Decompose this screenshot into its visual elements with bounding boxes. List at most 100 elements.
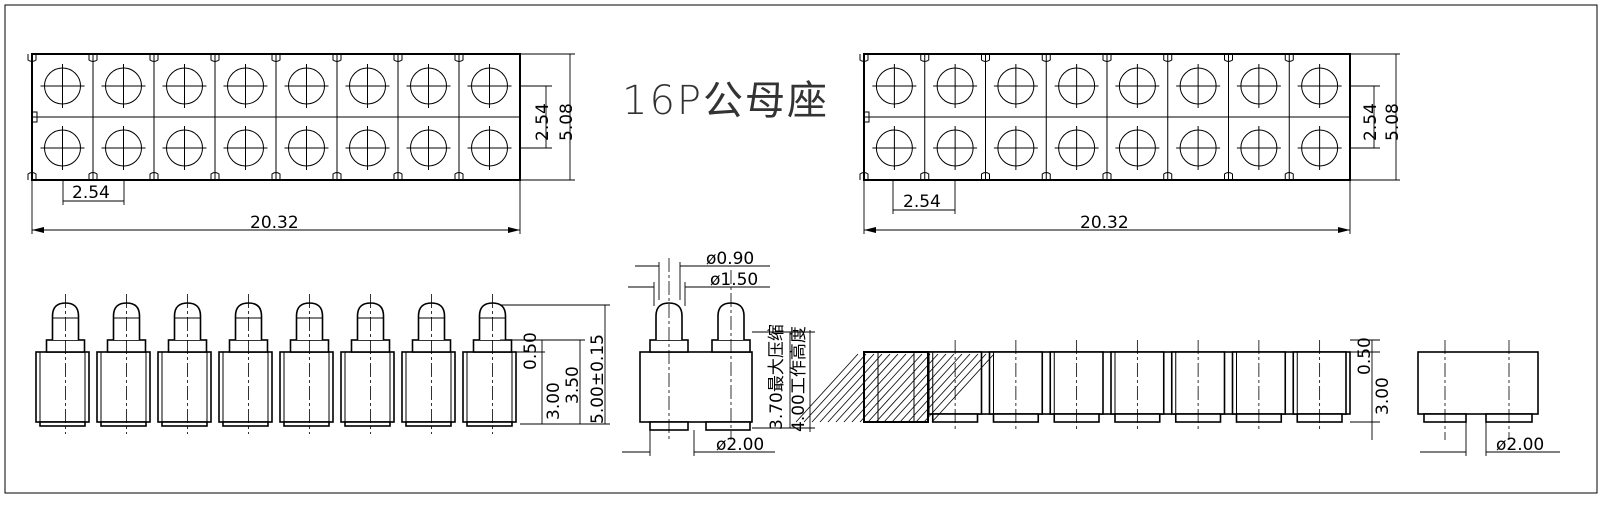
pin-foot	[283, 421, 330, 427]
edge-notch	[210, 54, 220, 62]
male-total-width-label: 5.08	[557, 103, 577, 141]
male-body-height-label: 3.00	[544, 382, 564, 420]
edge-notch	[920, 172, 930, 180]
edge-notch	[393, 172, 403, 180]
side-max-compression-label: 3.70最大压缩	[767, 324, 787, 430]
pin-body	[340, 351, 395, 423]
male-total-height-label: 5.00±0.15	[588, 334, 608, 424]
hatch-line	[835, 353, 899, 423]
male-pitch-label: 2.54	[72, 183, 110, 203]
hatch-line	[795, 353, 859, 423]
pin-foot	[344, 421, 391, 427]
female-head-height-label: 0.50	[1355, 337, 1375, 375]
hatch-line	[907, 353, 971, 423]
edge-notch	[149, 54, 159, 62]
edge-notch	[1041, 172, 1051, 180]
pin-foot	[466, 421, 513, 427]
female-front-dims: 0.50 3.00	[1350, 337, 1393, 440]
female-side-base-diameter-label: ø2.00	[1496, 435, 1544, 455]
edge-notch	[1284, 172, 1294, 180]
side-barrel-diameter-label: ø1.50	[710, 270, 758, 290]
hatch-line	[883, 353, 947, 423]
hatch-line	[851, 353, 915, 423]
edge-notch	[1041, 54, 1051, 62]
edge-notch	[27, 54, 37, 62]
female-length-label: 20.32	[1080, 213, 1129, 233]
side-right-foot	[705, 421, 751, 431]
side-view: ø0.90 ø1.50 ø2.00 3.70最大压缩 4.00工作高度	[622, 249, 815, 456]
female-front-cells	[927, 340, 1347, 432]
male-front-view: 0.50 3.00 3.50 5.00±0.15	[35, 294, 610, 434]
male-head-height-label: 0.50	[521, 332, 541, 370]
pin-body	[35, 351, 90, 423]
edge-notch	[1102, 54, 1112, 62]
side-base-diameter-label: ø2.00	[716, 435, 764, 455]
edge-notch	[981, 172, 990, 180]
edge-notch	[88, 54, 98, 62]
hatch-line	[803, 353, 867, 423]
hatch-line	[819, 353, 883, 423]
pin-body	[96, 351, 151, 423]
drawing-title: 16P公母座	[622, 78, 829, 124]
male-front-dims: 0.50 3.00 3.50 5.00±0.15	[500, 304, 610, 425]
hatch-line	[891, 353, 955, 423]
female-body-height-label: 3.00	[1373, 377, 1393, 415]
pin-foot	[39, 421, 86, 427]
side-notch	[864, 111, 870, 123]
male-top-contacts	[40, 64, 512, 170]
side-working-height-label: 4.00工作高度	[789, 326, 809, 432]
edge-notch	[981, 54, 990, 62]
edge-notch	[1284, 54, 1294, 62]
pin-body	[279, 351, 334, 423]
pin-foot	[100, 421, 147, 427]
pin-body	[401, 351, 456, 423]
male-front-pins	[35, 294, 517, 434]
edge-notch	[393, 54, 403, 62]
female-top-contacts	[872, 64, 1342, 170]
hatch-line	[915, 353, 979, 423]
edge-notch	[1224, 54, 1233, 62]
edge-notch	[920, 54, 930, 62]
female-side-body	[1417, 351, 1539, 415]
pin-foot	[405, 421, 452, 427]
pin-body	[218, 351, 273, 423]
hatch-line	[867, 353, 931, 423]
female-top-notches	[859, 54, 1294, 180]
edge-notch	[859, 54, 869, 62]
edge-notch	[1224, 172, 1233, 180]
pin-foot	[222, 421, 269, 427]
female-total-width-label: 5.08	[1383, 103, 1403, 141]
pin-body	[157, 351, 212, 423]
female-section-hatch	[795, 351, 995, 423]
edge-notch	[332, 54, 342, 62]
female-top-dims: 2.54 5.08 2.54 20.32	[863, 53, 1403, 234]
hatch-line	[923, 353, 987, 423]
edge-notch	[149, 172, 159, 180]
female-pitch-label: 2.54	[903, 192, 941, 212]
male-row-spacing-label: 2.54	[533, 103, 553, 141]
hatch-line	[843, 353, 907, 423]
hatch-line	[859, 353, 923, 423]
edge-notch	[454, 54, 464, 62]
edge-notch	[1163, 172, 1173, 180]
side-body	[639, 351, 753, 423]
edge-notch	[88, 172, 98, 180]
edge-notch	[1102, 172, 1112, 180]
female-top-view: 2.54 5.08 2.54 20.32	[859, 53, 1403, 234]
edge-notch	[271, 172, 281, 180]
female-front-view: 0.50 3.00	[795, 337, 1393, 440]
edge-notch	[271, 54, 281, 62]
edge-notch	[454, 172, 464, 180]
hatch-line	[931, 353, 995, 423]
hatch-border	[863, 351, 929, 423]
hatch-line	[899, 353, 963, 423]
male-top-view: 2.54 5.08 2.54 20.32	[27, 53, 577, 234]
female-row-spacing-label: 2.54	[1361, 103, 1381, 141]
edge-notch	[332, 172, 342, 180]
male-top-dims: 2.54 5.08 2.54 20.32	[31, 53, 577, 234]
edge-notch	[27, 172, 37, 180]
side-notch	[32, 111, 38, 123]
female-side-view: ø2.00	[1417, 340, 1560, 456]
edge-notch	[210, 172, 220, 180]
